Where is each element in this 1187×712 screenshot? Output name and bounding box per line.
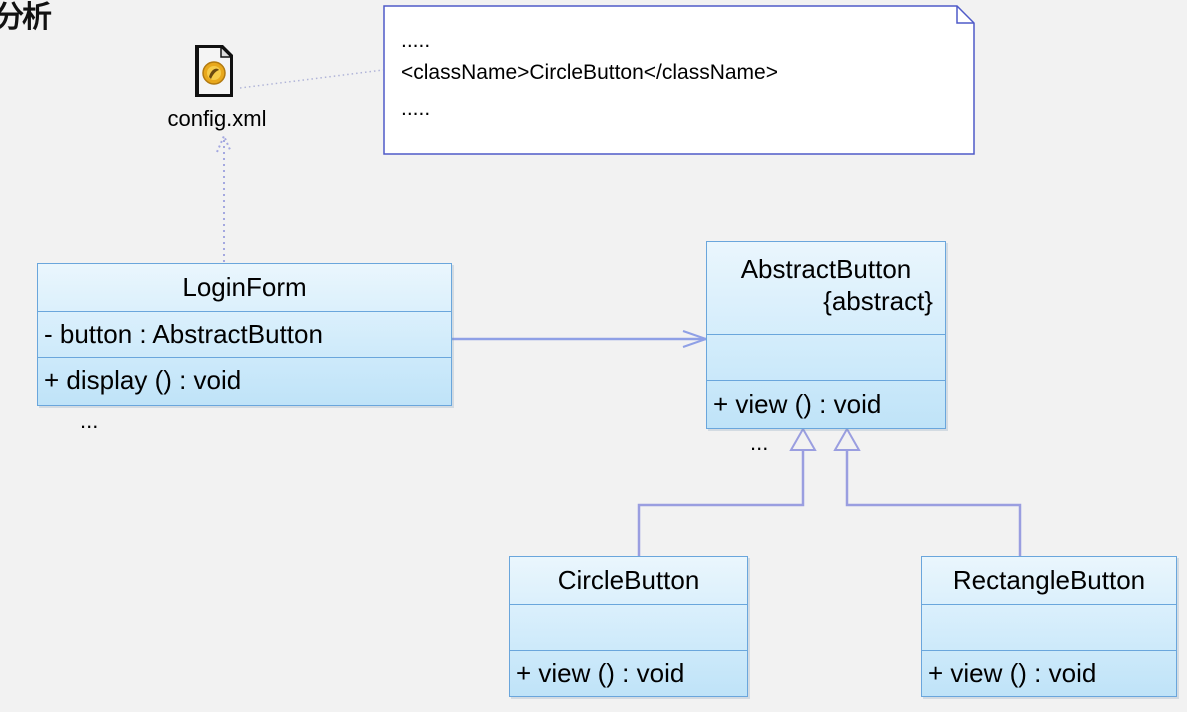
abstract-button-ellipsis: ... [750, 430, 769, 455]
class-stereotype: {abstract} [823, 286, 933, 316]
operation-row: + view () : void [713, 389, 882, 419]
class-abstract-button[interactable]: AbstractButton {abstract} + view () : vo… [706, 241, 946, 429]
generalization-arrowhead-circle [789, 426, 817, 451]
generalization-line-rectangle [845, 450, 1022, 556]
note-line-1: ..... [401, 29, 431, 52]
operations-compartment: + view () : void [922, 650, 1176, 696]
class-name: AbstractButton [740, 254, 912, 284]
uml-note: ..... <className>CircleButton</className… [383, 5, 975, 155]
class-name: LoginForm [182, 272, 307, 302]
class-circle-button[interactable]: CircleButton + view () : void [509, 556, 748, 697]
name-compartment: AbstractButton {abstract} [707, 242, 945, 334]
attributes-compartment [922, 604, 1176, 650]
operations-compartment: + view () : void [510, 650, 747, 696]
attributes-compartment: - button : AbstractButton [38, 311, 451, 357]
class-login-form[interactable]: LoginForm - button : AbstractButton + di… [37, 263, 452, 406]
xml-document-icon [189, 43, 239, 99]
note-line-2: <className>CircleButton</className> [401, 61, 778, 84]
class-name: RectangleButton [952, 565, 1146, 595]
operation-row: + view () : void [928, 658, 1097, 688]
class-name: CircleButton [557, 565, 700, 595]
title-fragment: 分析 [0, 0, 52, 35]
generalization-line-circle [637, 450, 805, 556]
config-file-label: config.xml [167, 106, 267, 131]
operations-compartment: + view () : void [707, 380, 945, 427]
attribute-row: - button : AbstractButton [44, 319, 323, 349]
dependency-arrowhead [216, 133, 232, 153]
operation-row: + view () : void [516, 658, 685, 688]
generalization-arrowhead-rectangle [833, 426, 861, 451]
attributes-compartment [510, 604, 747, 650]
login-form-ellipsis: ... [80, 408, 99, 433]
class-rectangle-button[interactable]: RectangleButton + view () : void [921, 556, 1177, 697]
note-line-3: ..... [401, 97, 431, 120]
attributes-compartment [707, 334, 945, 380]
operations-compartment: + display () : void [38, 357, 451, 404]
operation-row: + display () : void [44, 365, 242, 395]
note-anchor-line [239, 69, 384, 89]
